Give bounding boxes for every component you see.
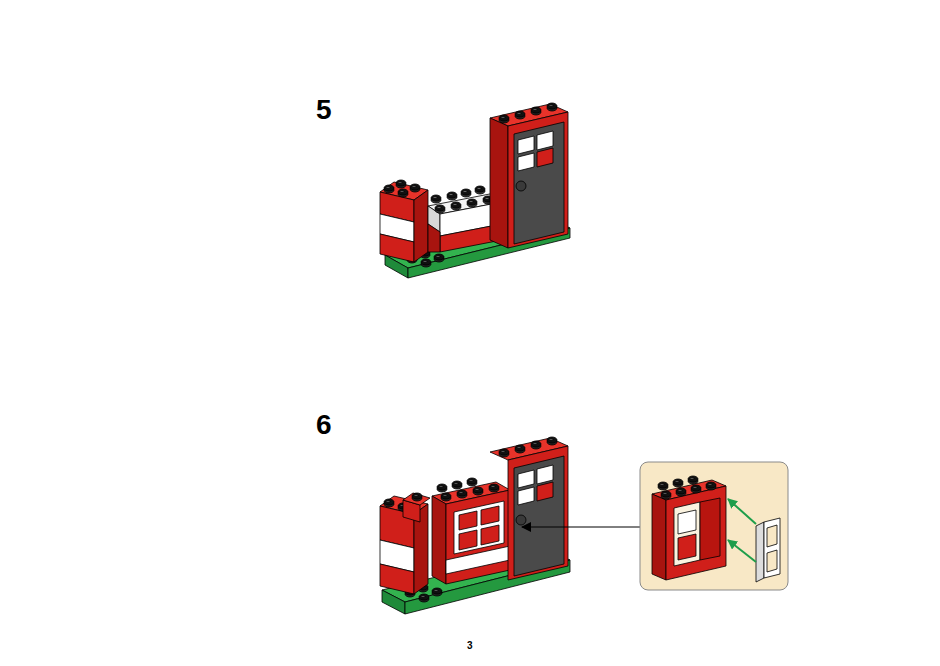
step-5-model: [380, 103, 570, 278]
step-number: 6: [316, 411, 332, 439]
step-6-model: [380, 437, 570, 614]
step-number: 5: [316, 96, 332, 124]
page-number: 3: [467, 641, 473, 651]
callout-arrow: [522, 527, 640, 528]
sub-assembly-inset: [640, 462, 788, 590]
